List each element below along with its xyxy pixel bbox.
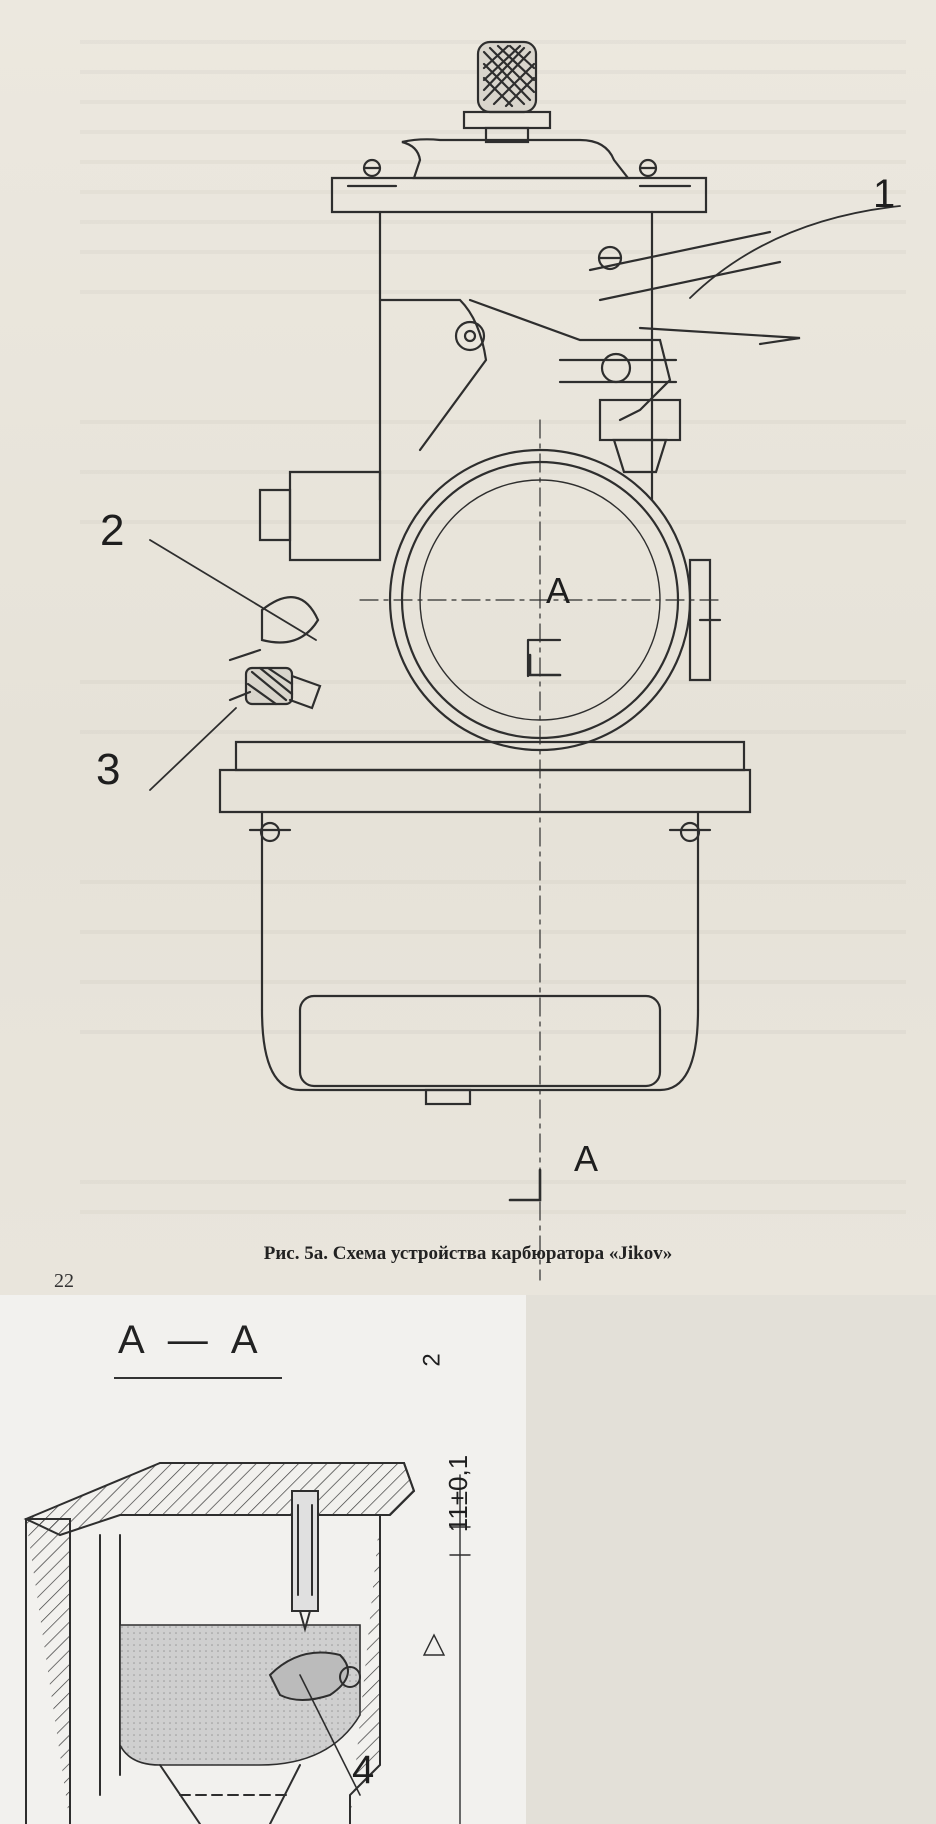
air-screw [228, 596, 322, 710]
section-marker-label: А [546, 570, 571, 611]
section-drawing [23, 1462, 471, 1824]
callout-label-1: 1 [873, 172, 896, 216]
section-view-title: А — А [118, 1318, 264, 1362]
lower-right-margin [526, 1295, 936, 1824]
callout-label-4: 4 [352, 1748, 375, 1792]
dimension-label-small: 2 [418, 1353, 446, 1367]
dimension-label-vertical: 11±0,1 [443, 1454, 474, 1533]
carburetor-drawing [149, 40, 901, 1281]
page-top [0, 0, 936, 1295]
page-number: 22 [54, 1270, 74, 1292]
section-marker-bottom-label: А [574, 1138, 599, 1179]
callout-label-3: 3 [96, 745, 121, 794]
figure-caption: Рис. 5а. Схема устройства карбюратора «J… [263, 1243, 673, 1264]
knurled-cap [462, 40, 552, 144]
section-title-underline [114, 1377, 282, 1379]
callout-label-2: 2 [100, 506, 125, 555]
